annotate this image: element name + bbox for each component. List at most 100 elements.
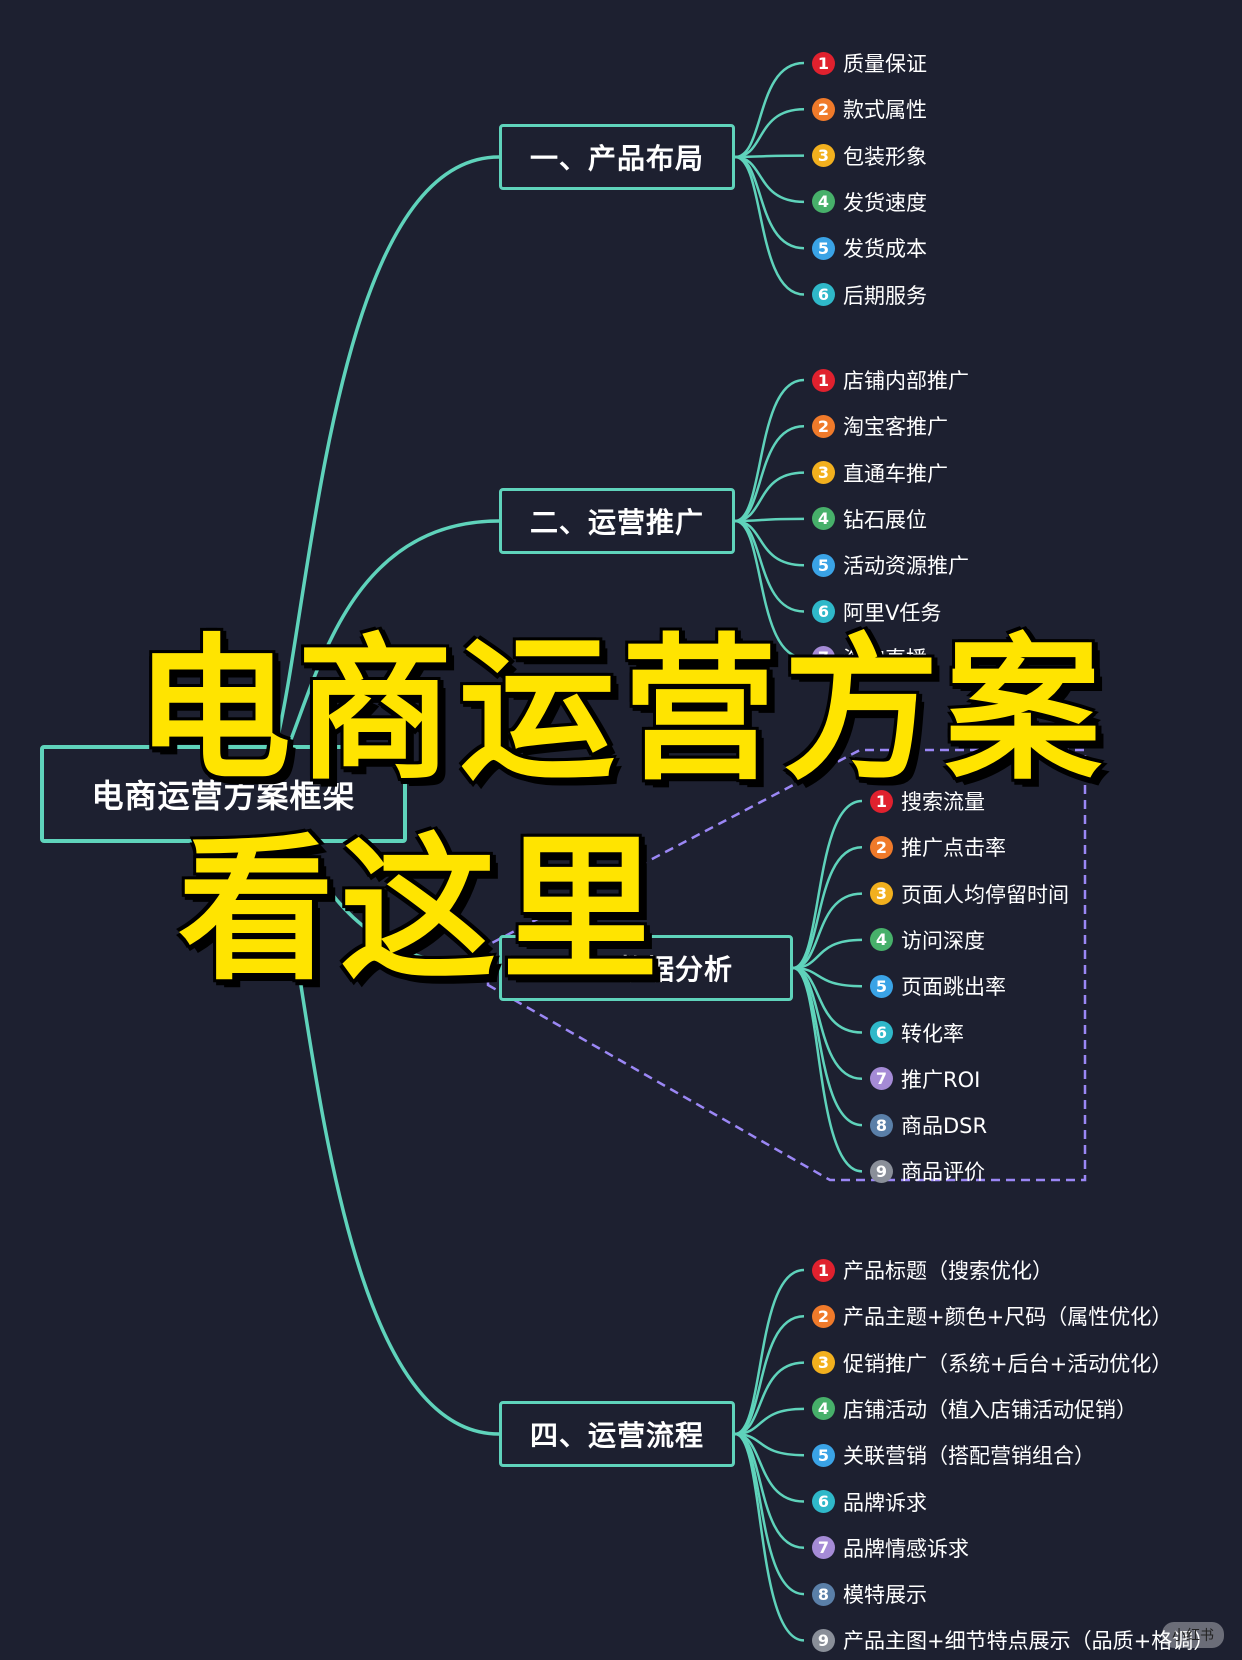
branch-item-link (734, 519, 805, 613)
root-label: 电商运营方案框架 (91, 777, 356, 815)
number-badge-icon: 5 (870, 974, 893, 998)
item-label: 搜索流量 (901, 790, 985, 814)
item-label: 访问深度 (901, 928, 985, 953)
number-badge-icon: 2 (812, 414, 835, 438)
branch-item-link (792, 966, 863, 1173)
branch-item-link (734, 154, 805, 159)
item-label: 商品DSR (901, 1114, 988, 1139)
list-item[interactable]: 9 产品主图+细节特点展示（品质+格调） (812, 1623, 1214, 1657)
number-badge-icon: 3 (812, 461, 835, 485)
list-item[interactable]: 3 促销推广（系统+后台+活动优化） (812, 1346, 1172, 1380)
number-badge-icon: 4 (812, 507, 835, 531)
item-label: 发货速度 (843, 190, 927, 215)
branch-item-link (792, 846, 863, 970)
branch-item-link (734, 425, 805, 523)
number-badge-icon: 3 (812, 1351, 835, 1375)
overlay-title-line-2: 看这里 (178, 819, 664, 1001)
number-badge-icon: 9 (812, 1628, 835, 1652)
item-label: 模特展示 (843, 1583, 927, 1608)
item-label: 产品主图+细节特点展示（品质+格调） (843, 1629, 1215, 1654)
list-item[interactable]: 5 页面跳出率 (870, 969, 1006, 1003)
list-item[interactable]: 2 推广点击率 (870, 830, 1006, 864)
number-badge-icon: 4 (812, 190, 835, 214)
item-label: 品牌诉求 (843, 1490, 927, 1515)
list-item[interactable]: 7 品牌情感诉求 (812, 1531, 969, 1565)
number-badge-icon: 5 (812, 1443, 835, 1467)
item-label: 推广点击率 (901, 836, 1006, 861)
item-label: 活动资源推广 (843, 554, 969, 579)
number-badge-icon: 3 (870, 882, 893, 906)
item-label: 推广ROI (901, 1067, 981, 1092)
branch-label: 二、运营推广 (529, 506, 704, 539)
branch-label: 三、数据分析 (558, 953, 733, 986)
list-item[interactable]: 4 店铺活动（植入店铺活动促销） (812, 1392, 1137, 1426)
item-label: 店铺活动（植入店铺活动促销） (843, 1397, 1137, 1422)
item-label: 页面人均停留时间 (901, 882, 1069, 907)
item-label: 促销推广（系统+后台+活动优化） (843, 1351, 1173, 1376)
branch-item-link (734, 1315, 805, 1436)
branch-node-operations-process[interactable]: 四、运营流程 (499, 1401, 735, 1467)
list-item[interactable]: 8 模特展示 (812, 1577, 927, 1611)
branch-item-link (734, 519, 805, 660)
item-label: 后期服务 (843, 283, 927, 308)
item-label: 淘宝直播 (843, 646, 927, 671)
branch-item-link (734, 1407, 805, 1436)
number-badge-icon: 7 (812, 1536, 835, 1560)
item-label: 产品主题+颜色+尺码（属性优化） (843, 1305, 1173, 1330)
item-label: 品牌情感诉求 (843, 1536, 969, 1561)
branch-item-link (734, 61, 805, 159)
item-label: 淘宝客推广 (843, 415, 948, 440)
item-label: 转化率 (901, 1021, 964, 1046)
number-badge-icon: 1 (812, 368, 835, 392)
branch-item-link (792, 938, 863, 970)
branch-node-product-layout[interactable]: 一、产品布局 (499, 124, 735, 190)
root-node[interactable]: 电商运营方案框架 (40, 745, 407, 843)
item-label: 页面跳出率 (901, 975, 1006, 1000)
list-item[interactable]: 2 淘宝客推广 (812, 409, 948, 443)
list-item[interactable]: 7 淘宝直播 (812, 641, 927, 675)
branch-node-operations-promotion[interactable]: 二、运营推广 (499, 488, 735, 554)
number-badge-icon: 1 (812, 1258, 835, 1282)
list-item[interactable]: 4 访问深度 (870, 923, 985, 957)
branch-item-link (734, 108, 805, 159)
number-badge-icon: 4 (812, 1397, 835, 1421)
branch-item-link (792, 892, 863, 970)
number-badge-icon: 3 (812, 144, 835, 168)
number-badge-icon: 8 (812, 1582, 835, 1606)
number-badge-icon: 2 (812, 97, 835, 121)
list-item[interactable]: 6 阿里V任务 (812, 595, 941, 629)
number-badge-icon: 9 (870, 1159, 893, 1183)
list-item[interactable]: 3 页面人均停留时间 (870, 877, 1069, 911)
number-badge-icon: 1 (870, 789, 893, 813)
list-item[interactable]: 1 搜索流量 (870, 784, 985, 818)
number-badge-icon: 2 (870, 835, 893, 859)
number-badge-icon: 6 (812, 600, 835, 623)
branch-node-data-analysis[interactable]: 三、数据分析 (499, 935, 793, 1001)
list-item[interactable]: 4 发货速度 (812, 185, 927, 219)
number-badge-icon: 5 (812, 236, 835, 260)
number-badge-icon: 7 (812, 646, 835, 670)
branch-label: 四、运营流程 (529, 1419, 704, 1452)
item-label: 质量保证 (843, 52, 927, 76)
item-label: 阿里V任务 (843, 600, 942, 625)
number-badge-icon: 4 (870, 928, 893, 952)
list-item[interactable]: 7 推广ROI (870, 1062, 980, 1096)
number-badge-icon: 7 (870, 1067, 893, 1091)
